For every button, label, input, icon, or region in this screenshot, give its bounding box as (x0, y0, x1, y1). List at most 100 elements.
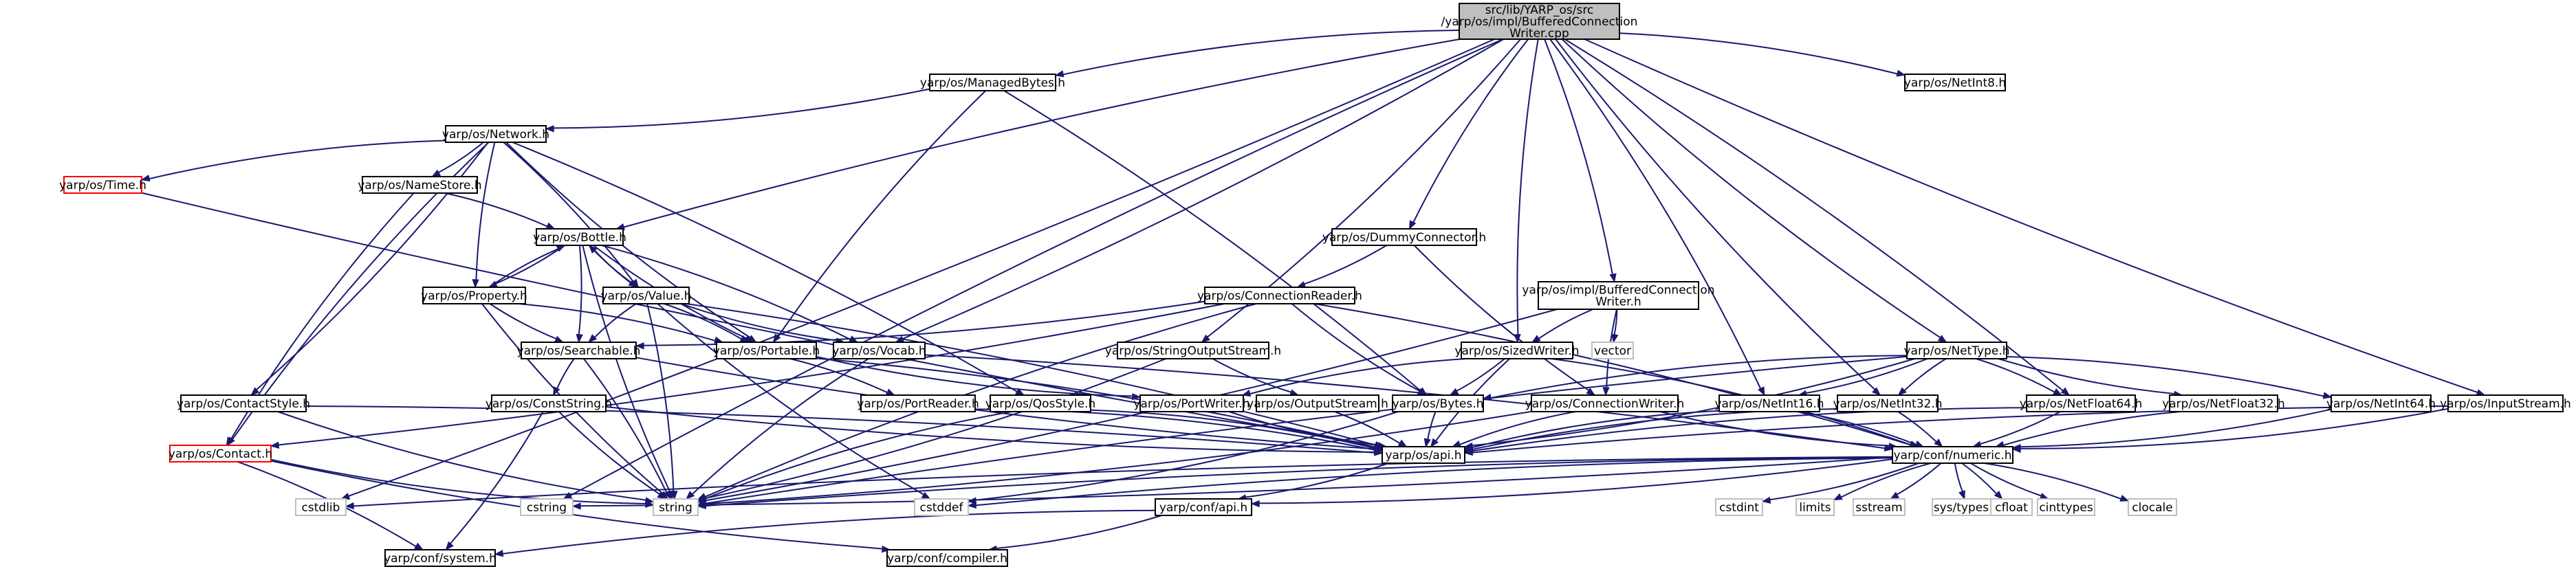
node-netfloat64[interactable]: yarp/os/NetFloat64.h (2020, 394, 2143, 412)
edge-line (816, 357, 1376, 448)
node-netint64[interactable]: yarp/os/NetInt64.h (2326, 394, 2436, 412)
node-property[interactable]: yarp/os/Property.h (421, 287, 527, 304)
node-portwriter[interactable]: yarp/os/PortWriter.h (1133, 394, 1250, 412)
edge-line (974, 411, 1399, 501)
edge-arrowhead (1761, 496, 1771, 504)
node-box (1904, 74, 2006, 91)
edge-arrowhead (1758, 386, 1765, 397)
node-numeric[interactable]: yarp/conf/numeric.h (1892, 446, 2013, 464)
edge-arrowhead (670, 491, 678, 500)
node-time[interactable]: yarp/os/Time.h (59, 176, 146, 194)
edge-arrowhead (1397, 439, 1408, 447)
node-netint16[interactable]: yarp/os/NetInt16.h (1714, 394, 1824, 412)
edge-arrowhead (345, 502, 354, 510)
node-box (1538, 281, 1699, 310)
node-qosstyle[interactable]: yarp/os/QosStyle.h (985, 394, 1096, 412)
node-label: yarp/os/NetInt16.h (1714, 397, 1824, 411)
node-cstdint: cstdint (1715, 498, 1763, 516)
edge-line (622, 38, 1461, 228)
edge-line (277, 303, 1225, 446)
node-box (2169, 394, 2278, 412)
edge-line (2002, 411, 2181, 447)
edge-root-to-netfloat64 (1564, 38, 2071, 396)
edge-arrowhead (1054, 70, 1065, 78)
node-portreader[interactable]: yarp/os/PortReader.h (857, 394, 979, 412)
edge-numeric-to-cinttypes (1970, 462, 2049, 500)
edge-line (789, 358, 889, 394)
node-label: string (659, 501, 692, 515)
node-osapi[interactable]: yarp/os/api.h (1382, 446, 1465, 464)
node-bytes[interactable]: yarp/os/Bytes.h (1392, 394, 1484, 412)
node-label: yarp/os/Bottle.h (533, 231, 626, 245)
edge-managedbytes-to-portable (772, 90, 987, 344)
edge-arrowhead (1586, 388, 1596, 396)
node-box (1718, 394, 1820, 412)
edge-line (657, 303, 925, 496)
node-bottle[interactable]: yarp/os/Bottle.h (533, 228, 626, 246)
node-stringoutputstream[interactable]: yarp/os/StringOutputStream.h (1105, 342, 1281, 359)
node-label: limits (1799, 501, 1831, 515)
edge-arrowhead (1430, 438, 1439, 448)
node-box (1531, 394, 1679, 412)
node-box (1204, 287, 1355, 304)
edge-arrowhead (588, 334, 598, 343)
edge-line (1291, 303, 1421, 392)
node-box (1392, 394, 1484, 412)
node-dummyconnector[interactable]: yarp/os/DummyConnector.h (1322, 228, 1486, 246)
node-managedbytes[interactable]: yarp/os/ManagedBytes.h (920, 74, 1065, 91)
node-searchable[interactable]: yarp/os/Searchable.h (517, 342, 641, 359)
edge-connectionreader-to-contact (270, 303, 1225, 449)
node-label: yarp/os/Contact.h (168, 447, 272, 461)
node-box (1715, 498, 1763, 516)
node-root[interactable]: src/lib/YARP_os/src/yarp/os/impl/Buffere… (1441, 3, 1638, 41)
node-netint8[interactable]: yarp/os/NetInt8.h (1904, 74, 2006, 91)
node-outputstream[interactable]: yarp/os/OutputStream.h (1247, 394, 1388, 412)
edge-arrowhead (882, 545, 891, 553)
node-cstdlib: cstdlib (295, 498, 347, 516)
node-label: yarp/os/Portable.h (713, 344, 820, 358)
edge-line (1302, 245, 1387, 285)
edge-line (277, 411, 647, 501)
edge-arrowhead (1609, 273, 1617, 283)
edge-line (1062, 30, 1460, 76)
node-nettype[interactable]: yarp/os/NetType.h (1903, 342, 2010, 359)
node-system[interactable]: yarp/conf/system.h (384, 549, 496, 567)
edge-arrowhead (1423, 438, 1431, 448)
edge-arrowhead (664, 490, 671, 500)
edge-arrowhead (1890, 491, 1900, 500)
node-inputstream[interactable]: yarp/os/InputStream.h (2440, 394, 2571, 412)
node-box (1382, 446, 1465, 464)
node-box (1837, 394, 1939, 412)
edge-arrowhead (1934, 438, 1943, 447)
edge-arrowhead (1463, 448, 1474, 456)
node-box (491, 394, 607, 412)
node-netint32[interactable]: yarp/os/NetInt32.h (1833, 394, 1943, 412)
edge-line (270, 460, 884, 550)
node-connectionwriter[interactable]: yarp/os/ConnectionWriter.h (1525, 394, 1685, 412)
node-label: yarp/os/impl/BufferedConnection (1522, 284, 1714, 298)
edge-nettype-to-netint64 (2006, 356, 2333, 399)
edge-line (776, 90, 987, 338)
node-compiler[interactable]: yarp/conf/compiler.h (886, 549, 1008, 567)
node-contact[interactable]: yarp/os/Contact.h (168, 445, 272, 462)
node-box (1853, 498, 1906, 516)
node-sizedwriter[interactable]: yarp/os/SizedWriter.h (1454, 342, 1580, 359)
node-conststring[interactable]: yarp/os/ConstString.h (485, 394, 612, 412)
node-portable[interactable]: yarp/os/Portable.h (713, 342, 820, 359)
node-cstddef: cstddef (914, 498, 969, 516)
node-namestore[interactable]: yarp/os/NameStore.h (358, 176, 482, 194)
node-netfloat32[interactable]: yarp/os/NetFloat32.h (2162, 394, 2285, 412)
node-vocab[interactable]: yarp/os/Vocab.h (832, 342, 926, 359)
node-contactstyle[interactable]: yarp/os/ContactStyle.h (177, 394, 310, 412)
node-box (1459, 3, 1620, 40)
node-confapi[interactable]: yarp/conf/api.h (1155, 498, 1252, 516)
node-connectionreader[interactable]: yarp/os/ConnectionReader.h (1197, 287, 1362, 304)
edge-stringoutputstream-to-outputstream (1212, 358, 1300, 397)
node-network[interactable]: yarp/os/Network.h (442, 125, 549, 143)
node-box (602, 287, 690, 304)
node-value[interactable]: yarp/os/Value.h (601, 287, 692, 304)
edge-line (583, 358, 668, 494)
node-label: yarp/os/Time.h (59, 179, 146, 192)
node-box (1906, 342, 2007, 359)
